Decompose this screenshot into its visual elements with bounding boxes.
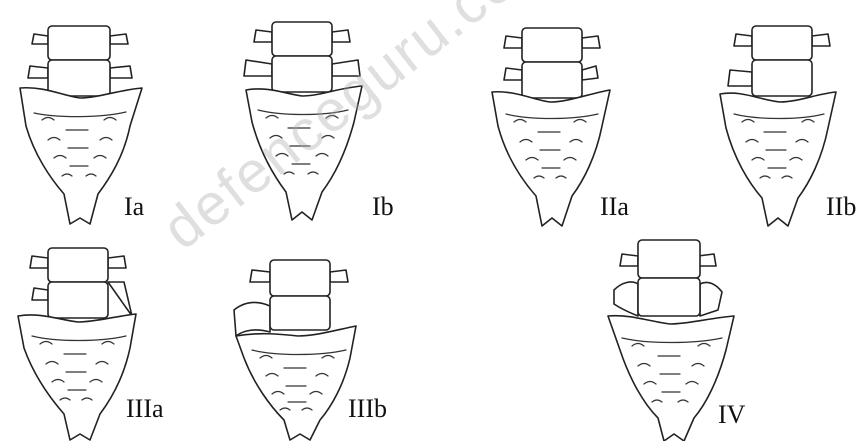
panel-iv: IV	[600, 234, 810, 441]
panel-ia: Ia	[14, 18, 224, 228]
label-iiia: IIIa	[126, 396, 164, 422]
panel-iia: IIa	[486, 16, 676, 226]
label-ia: Ia	[124, 194, 144, 220]
label-iv: IV	[718, 402, 745, 428]
sacrum-illustration-ib	[232, 10, 372, 220]
label-iia: IIa	[600, 194, 629, 220]
panel-iiib: IIIb	[226, 246, 426, 441]
label-iiib: IIIb	[348, 396, 387, 422]
panel-ib: Ib	[232, 10, 442, 220]
sacrum-illustration-iib	[700, 12, 840, 226]
label-iib: IIb	[826, 194, 856, 220]
sacrum-illustration-iiib	[226, 246, 366, 441]
panel-iib: IIb	[700, 12, 864, 226]
panel-iiia: IIIa	[8, 236, 218, 441]
label-ib: Ib	[372, 194, 394, 220]
